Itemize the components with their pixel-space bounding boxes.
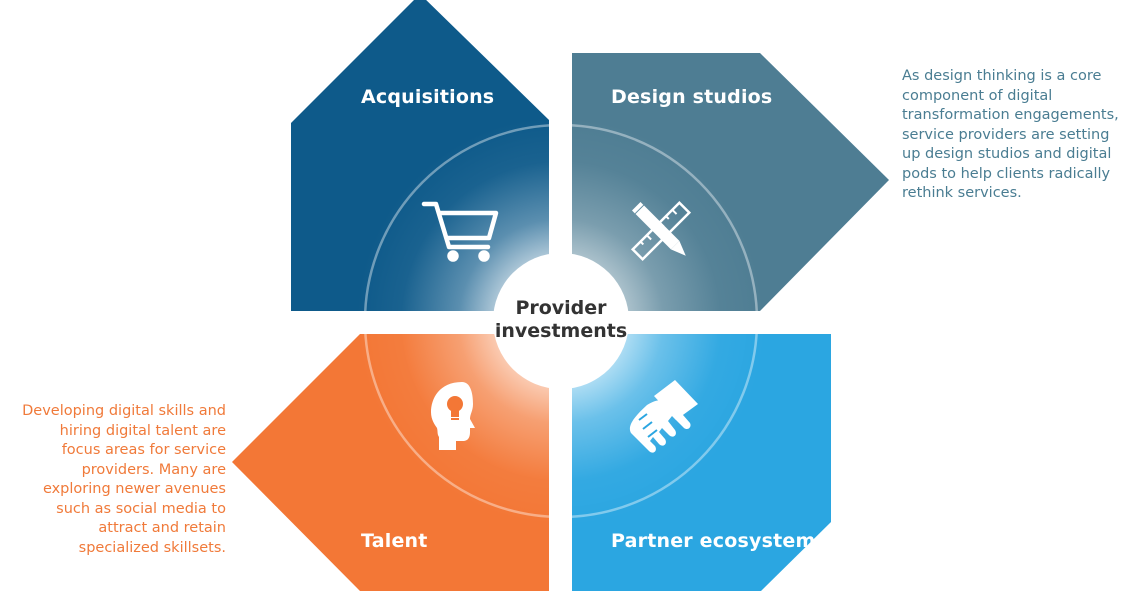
head-lightbulb-icon — [431, 382, 475, 450]
center-circle — [493, 253, 629, 389]
quadrant-label-talent: Talent — [361, 530, 428, 552]
shopping-cart-icon — [421, 201, 499, 262]
quadrant-label-partner-ecosystem: Partner ecosystem — [611, 530, 816, 552]
pencil-ruler-icon — [630, 200, 692, 262]
center-title: Provider investments — [481, 297, 641, 343]
quadrant-label-design-studios: Design studios — [611, 86, 773, 108]
handshake-fingers — [638, 413, 658, 438]
quadrant-label-acquisitions: Acquisitions — [361, 86, 495, 108]
talent-description: Developing digital skills and hiring dig… — [22, 403, 226, 556]
quadrant-design-studios — [572, 53, 889, 311]
partner-ecosystem-glow — [572, 334, 831, 591]
quadrant-partner-ecosystem — [572, 334, 831, 591]
design-studios-description: As design thinking is a core component o… — [902, 68, 1119, 201]
quadrant-talent — [232, 334, 549, 591]
acquisitions-glow — [291, 0, 549, 311]
talent-glow — [232, 334, 549, 591]
outer-ring — [363, 123, 759, 519]
design-studios-glow — [572, 53, 889, 311]
handshake-icon — [629, 380, 698, 453]
center-title-line2: investments — [494, 320, 628, 342]
quadrant-acquisitions — [291, 0, 549, 311]
center-title-line1: Provider — [515, 297, 607, 319]
